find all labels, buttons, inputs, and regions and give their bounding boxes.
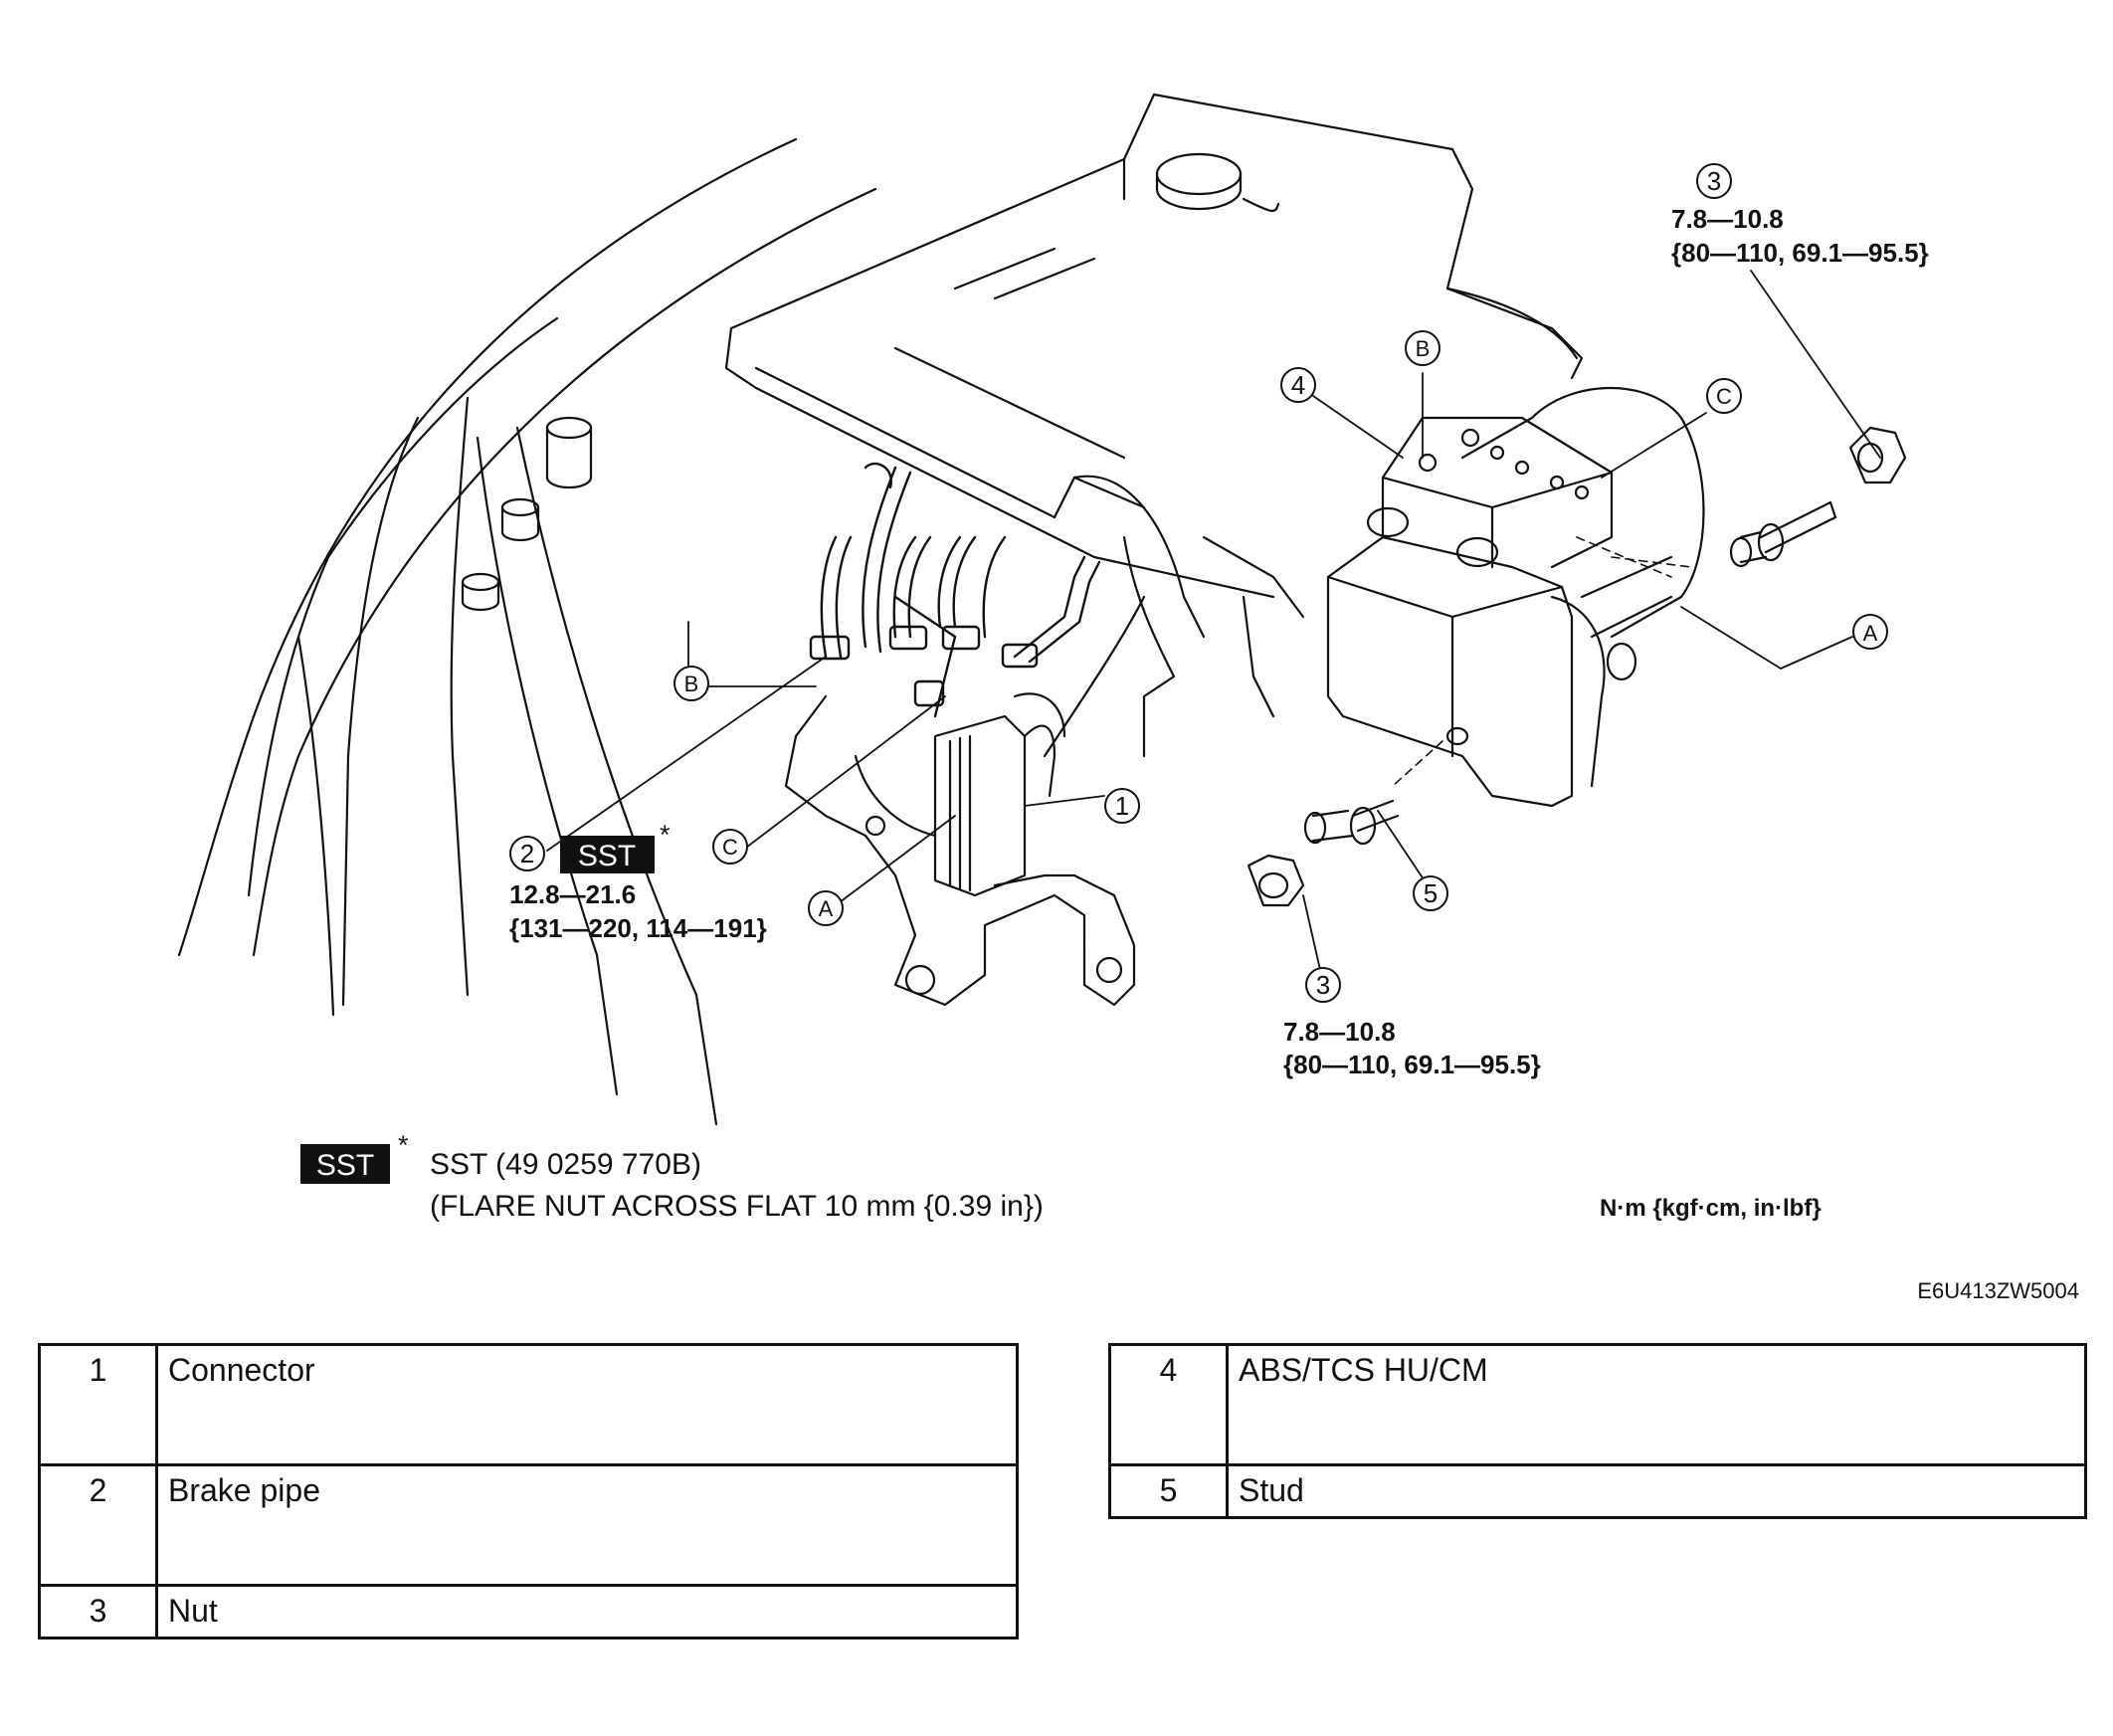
callout-3-bottom: 3: [1316, 970, 1330, 1000]
part-name: Nut: [155, 1584, 1019, 1640]
part-number: 5: [1108, 1463, 1229, 1519]
alignment-dashes: [1392, 536, 1692, 787]
part-number: 4: [1108, 1343, 1229, 1466]
sst-asterisk-note: *: [398, 1130, 409, 1160]
callout-circles: [509, 163, 1888, 1003]
part-name: Connector: [155, 1343, 1019, 1466]
table-row: 3 Nut: [38, 1584, 1019, 1640]
sst-note-line1: SST (49 0259 770B): [430, 1148, 701, 1181]
callout-a-right: A: [1863, 621, 1878, 646]
part-name: Brake pipe: [155, 1463, 1019, 1587]
part-number: 2: [38, 1463, 158, 1587]
sst-asterisk-callout: *: [660, 820, 671, 850]
parts-table-right: 4 ABS/TCS HU/CM 5 Stud: [1108, 1343, 2087, 1519]
table-row: 1 Connector: [38, 1343, 1019, 1466]
callout-4: 4: [1291, 370, 1305, 400]
part-name: ABS/TCS HU/CM: [1226, 1343, 2087, 1466]
nuts: [1247, 426, 1907, 907]
engine-block: [724, 93, 1584, 758]
table-row: 5 Stud: [1108, 1463, 2087, 1519]
units-label: N·m {kgf·cm, in·lbf}: [1600, 1195, 1822, 1222]
part-number: 1: [38, 1343, 158, 1466]
callout-c-left: C: [722, 835, 738, 860]
mount-posts: [461, 416, 593, 612]
sst-badge-note: [300, 1144, 390, 1184]
torque-nut-bottom-line1: 7.8—10.8: [1283, 1017, 1396, 1047]
torque-brake-pipe-line1: 12.8—21.6: [509, 879, 636, 909]
connector-bracket: [784, 692, 1136, 1007]
torque-nut-bottom-line2: {80—110, 69.1—95.5}: [1283, 1050, 1541, 1079]
torque-nut-top-line1: 7.8—10.8: [1671, 204, 1784, 234]
callout-5: 5: [1424, 878, 1438, 908]
leader-lines: [546, 270, 1881, 984]
table-row: 4 ABS/TCS HU/CM: [1108, 1343, 2087, 1466]
sst-badge-note-text: SST: [316, 1149, 374, 1182]
studs: [1303, 500, 1837, 846]
parts-table-left: 1 Connector 2 Brake pipe 3 Nut: [38, 1343, 1019, 1640]
figure-reference: E6U413ZW5004: [1917, 1278, 2079, 1303]
sst-note-line2: (FLARE NUT ACROSS FLAT 10 mm {0.39 in}): [430, 1190, 1044, 1223]
sst-badge-callout-text: SST: [578, 840, 636, 872]
callout-3-top: 3: [1707, 166, 1721, 196]
abs-hu-cm-unit: [1326, 386, 1705, 808]
torque-nut-top-line2: {80—110, 69.1—95.5}: [1671, 238, 1929, 268]
fender-outline: [177, 137, 877, 1126]
callout-b-right: B: [1416, 336, 1431, 361]
part-number: 3: [38, 1584, 158, 1640]
callout-1: 1: [1115, 791, 1129, 821]
torque-brake-pipe-line2: {131—220, 114—191}: [509, 913, 767, 943]
table-row: 2 Brake pipe: [38, 1463, 1019, 1587]
callout-a-left: A: [819, 896, 834, 921]
brake-pipes: [809, 462, 1101, 718]
callout-2: 2: [520, 839, 534, 868]
callout-c-right: C: [1716, 384, 1732, 409]
sst-badge-callout: [560, 836, 655, 873]
part-name: Stud: [1226, 1463, 2087, 1519]
callout-b-left: B: [684, 672, 699, 696]
